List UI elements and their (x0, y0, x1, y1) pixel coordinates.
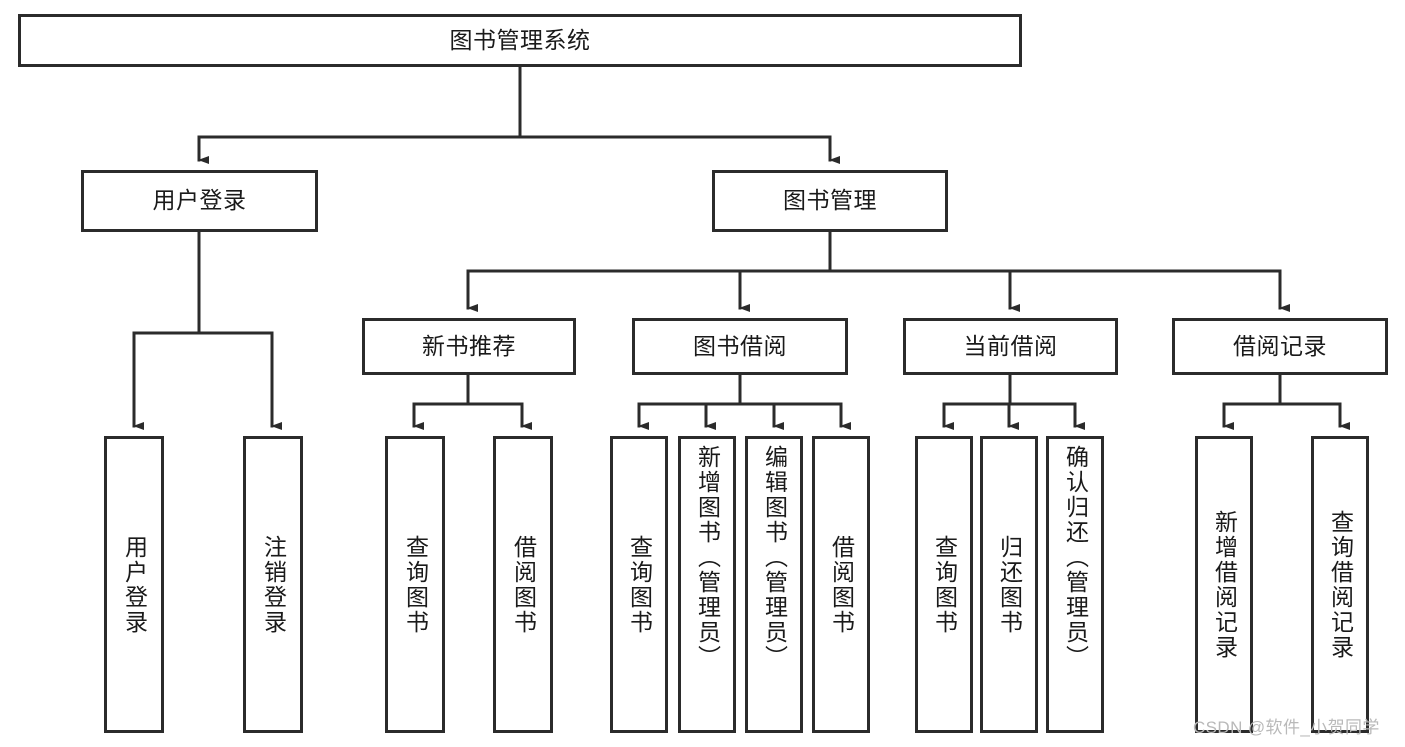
node-label: 借阅图书 (828, 534, 855, 635)
node-label: 用户登录 (121, 534, 148, 635)
node-label: 借阅记录 (1233, 332, 1327, 359)
leaf-current-borrow-return-book[interactable]: 归还图书 (980, 436, 1038, 733)
watermark-text: CSDN @软件_小贺同学 (1193, 718, 1380, 737)
leaf-book-borrow-edit-book-admin[interactable]: 编辑图书（管理员） (745, 436, 803, 733)
node-user-login[interactable]: 用户登录 (81, 170, 318, 232)
node-root-book-management-system[interactable]: 图书管理系统 (18, 14, 1022, 67)
node-borrow-record[interactable]: 借阅记录 (1172, 318, 1388, 375)
node-label: 编辑图书（管理员） (761, 445, 788, 670)
node-label: 查询图书 (626, 534, 653, 635)
leaf-new-book-query-book[interactable]: 查询图书 (385, 436, 445, 733)
node-label: 图书管理 (783, 187, 877, 214)
node-label: 查询图书 (931, 534, 958, 635)
node-label: 图书管理系统 (449, 26, 591, 53)
node-label: 查询图书 (402, 534, 429, 635)
node-label: 查询借阅记录 (1327, 509, 1354, 660)
leaf-borrow-record-query-record[interactable]: 查询借阅记录 (1311, 436, 1369, 733)
node-label: 当前借阅 (963, 332, 1058, 359)
node-label: 图书借阅 (693, 332, 787, 359)
node-book-management[interactable]: 图书管理 (712, 170, 948, 232)
node-label: 用户登录 (152, 187, 247, 214)
leaf-new-book-borrow-book[interactable]: 借阅图书 (493, 436, 553, 733)
node-label: 新增借阅记录 (1211, 509, 1238, 660)
leaf-user-login-signout[interactable]: 注销登录 (243, 436, 303, 733)
leaf-user-login-signin[interactable]: 用户登录 (104, 436, 164, 733)
node-label: 新书推荐 (422, 332, 516, 359)
leaf-current-borrow-query-book[interactable]: 查询图书 (915, 436, 973, 733)
leaf-book-borrow-borrow-book[interactable]: 借阅图书 (812, 436, 870, 733)
leaf-current-borrow-confirm-return-admin[interactable]: 确认归还（管理员） (1046, 436, 1104, 733)
node-current-borrow[interactable]: 当前借阅 (903, 318, 1118, 375)
node-label: 借阅图书 (510, 534, 537, 635)
node-label: 归还图书 (996, 534, 1023, 635)
node-book-borrow[interactable]: 图书借阅 (632, 318, 848, 375)
leaf-borrow-record-add-record[interactable]: 新增借阅记录 (1195, 436, 1253, 733)
leaf-book-borrow-add-book-admin[interactable]: 新增图书（管理员） (678, 436, 736, 733)
node-label: 新增图书（管理员） (694, 445, 721, 670)
leaf-book-borrow-query-book[interactable]: 查询图书 (610, 436, 668, 733)
node-new-book-recommend[interactable]: 新书推荐 (362, 318, 576, 375)
node-label: 确认归还（管理员） (1062, 445, 1089, 670)
node-label: 注销登录 (260, 534, 287, 635)
